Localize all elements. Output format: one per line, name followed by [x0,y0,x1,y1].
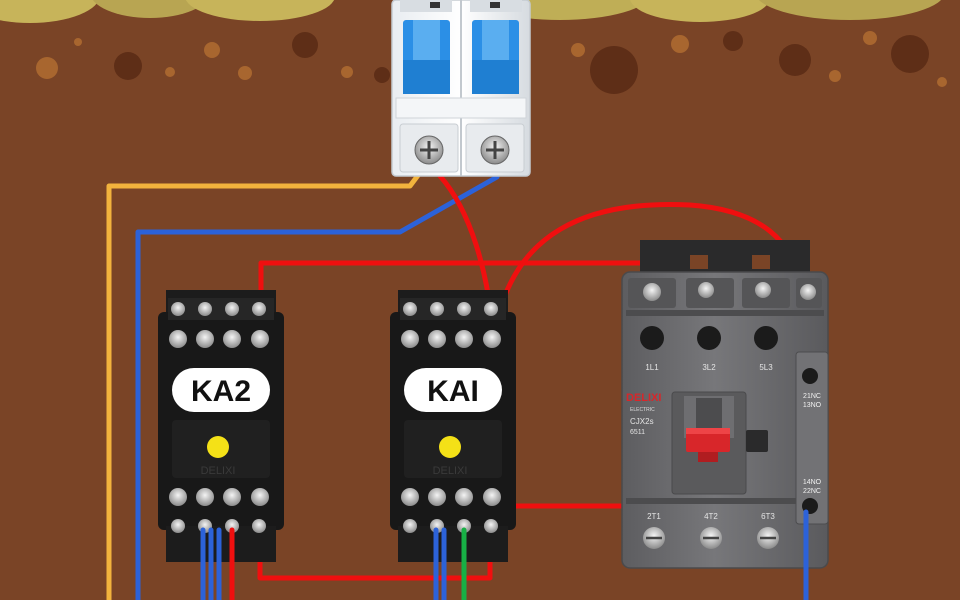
aux-21nc: 21NC [803,393,821,400]
ka2-indicator-led [207,436,229,458]
wires-front [200,509,809,600]
wire-yellow [106,167,425,600]
contactor-brand-sub: ELECTRIC [630,407,655,413]
breaker-screw-left[interactable] [414,135,444,165]
breaker-lever-right[interactable] [472,20,519,94]
relay-ka1: KAI DELIXI [390,290,516,562]
ka1-top-terminals [400,298,506,348]
contactor: 1L1 3L2 5L3 21NC 13NO 14NO 22NC DELIXI E… [621,240,829,569]
terminal-4t2: 4T2 [704,512,718,521]
ka1-brand: DELIXI [433,465,468,477]
breaker-lever-left[interactable] [403,20,450,94]
aux-14no: 14NO [803,479,822,486]
ka1-bottom-terminals [401,488,501,533]
ka2-label-plate [172,368,270,412]
ka2-bottom-terminals [169,488,269,533]
terminal-2t1: 2T1 [647,512,661,521]
contactor-aux-block [795,351,829,525]
ka2-label: KA2 [191,375,251,408]
ka1-label-plate [404,368,502,412]
background-decoration [0,0,947,94]
circuit-breaker [391,0,531,177]
wire-blue-main [135,174,500,600]
ka2-brand: DELIXI [201,465,236,477]
terminal-3l2: 3L2 [702,363,716,372]
contactor-bottom-terminals [643,527,779,549]
terminal-1l1: 1L1 [645,363,659,372]
contactor-model-sub: 6511 [630,429,645,436]
relay-ka2: KA2 DELIXI [158,290,284,562]
ka1-indicator-led [439,436,461,458]
aux-22nc: 22NC [803,488,821,495]
ka1-label: KAI [427,375,479,408]
contactor-brand: DELIXI [626,392,661,404]
terminal-6t3: 6T3 [761,512,775,521]
breaker-screw-right[interactable] [480,135,510,165]
terminal-5l3: 5L3 [759,363,773,372]
aux-13no: 13NO [803,402,822,409]
ka2-top-terminals [168,298,274,348]
contactor-test-button[interactable] [686,428,730,462]
contactor-top-terminals [640,326,778,350]
contactor-model: CJX2s [630,417,654,426]
